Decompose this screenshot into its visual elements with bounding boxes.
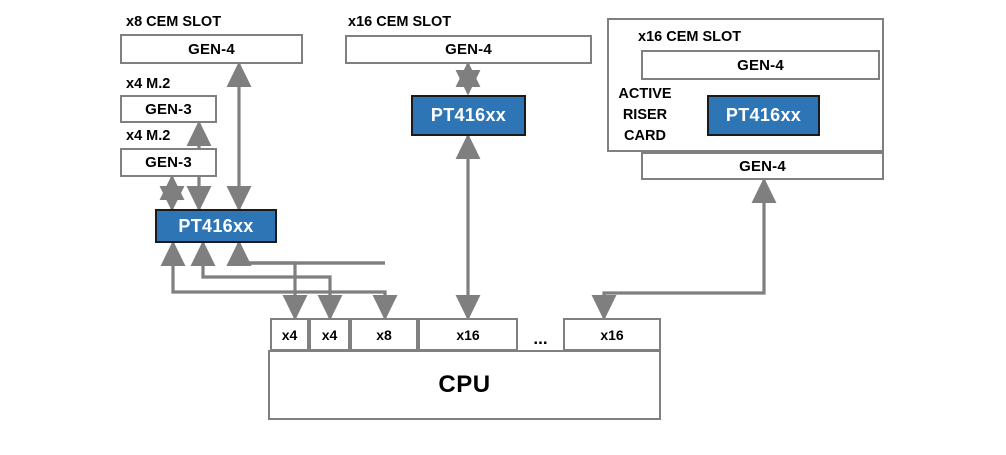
node-gen4-riser-top: GEN-4 [641,50,880,80]
node-gen4-x8-slot: GEN-4 [120,34,303,64]
caption-active-riser-card-line2: RISER [622,107,668,124]
caption-x4-m2-lower: x4 M.2 [126,128,171,144]
node-gen3-m2-lower: GEN-3 [120,148,217,177]
cpu-port-ellipsis: ... [533,329,548,348]
node-switch-left: PT416xx [155,209,277,243]
node-gen3-m2-upper: GEN-3 [120,95,217,123]
node-gen4-middle-slot: GEN-4 [345,35,592,64]
node-switch-middle: PT416xx [411,95,526,136]
wire-switchleft-to-cpu-x4b [190,240,343,321]
caption-active-riser-card: ACTIVE RISER CARD [614,84,676,147]
wire-switchleft-to-cpu-x4a [160,240,398,321]
wire-gen4riserbottom-to-cpu-x16 [591,177,777,321]
wire-switchleft-to-cpu-x8 [226,240,385,267]
wire-switchleft-to-cpu-x8-main [226,240,308,321]
caption-x16-cem-slot-riser: x16 CEM SLOT [638,29,742,45]
cpu-port-x4-1: x4 [270,318,309,351]
caption-active-riser-card-line3: CARD [624,128,666,145]
node-gen4-riser-bottom: GEN-4 [641,152,884,180]
cpu-port-x8: x8 [350,318,418,351]
node-switch-riser: PT416xx [707,95,820,136]
caption-x8-cem-slot: x8 CEM SLOT [126,14,222,30]
wire-switchleft-to-cpu-x8-drop [226,240,385,267]
cpu-port-x16-2: x16 [563,318,661,351]
caption-x16-cem-slot-middle: x16 CEM SLOT [348,14,452,30]
caption-active-riser-card-line1: ACTIVE [618,86,672,102]
cpu-port-x4-2: x4 [309,318,350,351]
node-cpu: CPU [268,350,661,420]
cpu-port-x16-1: x16 [418,318,518,351]
caption-x4-m2-upper: x4 M.2 [126,76,171,92]
